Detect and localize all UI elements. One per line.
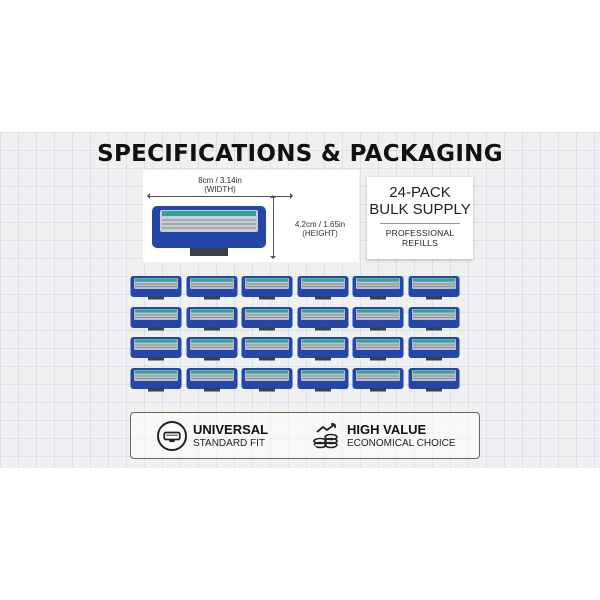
height-label: (HEIGHT) [302, 229, 338, 238]
cartridge-item [241, 306, 293, 331]
features-bar: UNIVERSAL STANDARD FIT HIGH VALUE ECONOM… [130, 412, 480, 459]
cartridge-item [297, 336, 349, 361]
cartridge-item [297, 367, 349, 392]
pack-tag-line2: REFILLS [402, 238, 438, 248]
cartridge-item [297, 275, 349, 300]
pack-tag-line1: PROFESSIONAL [385, 228, 455, 238]
cartridge-item [241, 275, 293, 300]
cartridge-item [130, 275, 182, 300]
cartridge-item [130, 306, 182, 331]
cartridge-item [186, 306, 238, 331]
cartridge-item [186, 336, 238, 361]
cartridge-item [408, 367, 460, 392]
width-arrow [147, 193, 293, 199]
cartridge-item [297, 306, 349, 331]
cartridge-item [352, 275, 404, 300]
height-arrow [270, 195, 276, 259]
cartridge-item [352, 336, 404, 361]
razor-head-icon [157, 421, 187, 451]
coins-growth-icon [313, 423, 338, 449]
feature-subtitle: STANDARD FIT [193, 438, 266, 449]
feature-title: UNIVERSAL [193, 422, 269, 437]
width-value: 8cm / 3.14in [198, 176, 242, 185]
width-dimension: 8cm / 3.14in (WIDTH) [150, 176, 290, 194]
height-value: 4.2cm / 1.65in [294, 220, 346, 229]
cartridge-item [130, 367, 182, 392]
cartridge-item [241, 367, 293, 392]
width-label: (WIDTH) [204, 185, 236, 194]
cartridge-item [408, 306, 460, 331]
cartridge-item [352, 367, 404, 392]
pack-info-card: 24-PACK BULK SUPPLY PROFESSIONAL REFILLS [367, 177, 473, 259]
cartridge-item [186, 275, 238, 300]
feature-title: HIGH VALUE [347, 422, 427, 437]
cartridge-item [352, 306, 404, 331]
cartridge-grid [130, 275, 460, 393]
cartridge-item [186, 367, 238, 392]
bulk-supply-label: BULK SUPPLY [369, 201, 471, 218]
cartridge-item [130, 336, 182, 361]
pack-count: 24-PACK BULK SUPPLY [367, 184, 473, 218]
cartridge-item [408, 336, 460, 361]
feature-subtitle: ECONOMICAL CHOICE [347, 438, 456, 449]
height-dimension: 4.2cm / 1.65in (HEIGHT) [280, 220, 360, 238]
cartridge-item [408, 275, 460, 300]
cartridge-closeup-image [152, 206, 266, 256]
pack-count-label: 24-PACK [389, 184, 451, 201]
pack-tagline: PROFESSIONAL REFILLS [367, 228, 473, 248]
cartridge-item [241, 336, 293, 361]
pack-divider [380, 223, 460, 224]
page-title: SPECIFICATIONS & PACKAGING [97, 141, 503, 167]
